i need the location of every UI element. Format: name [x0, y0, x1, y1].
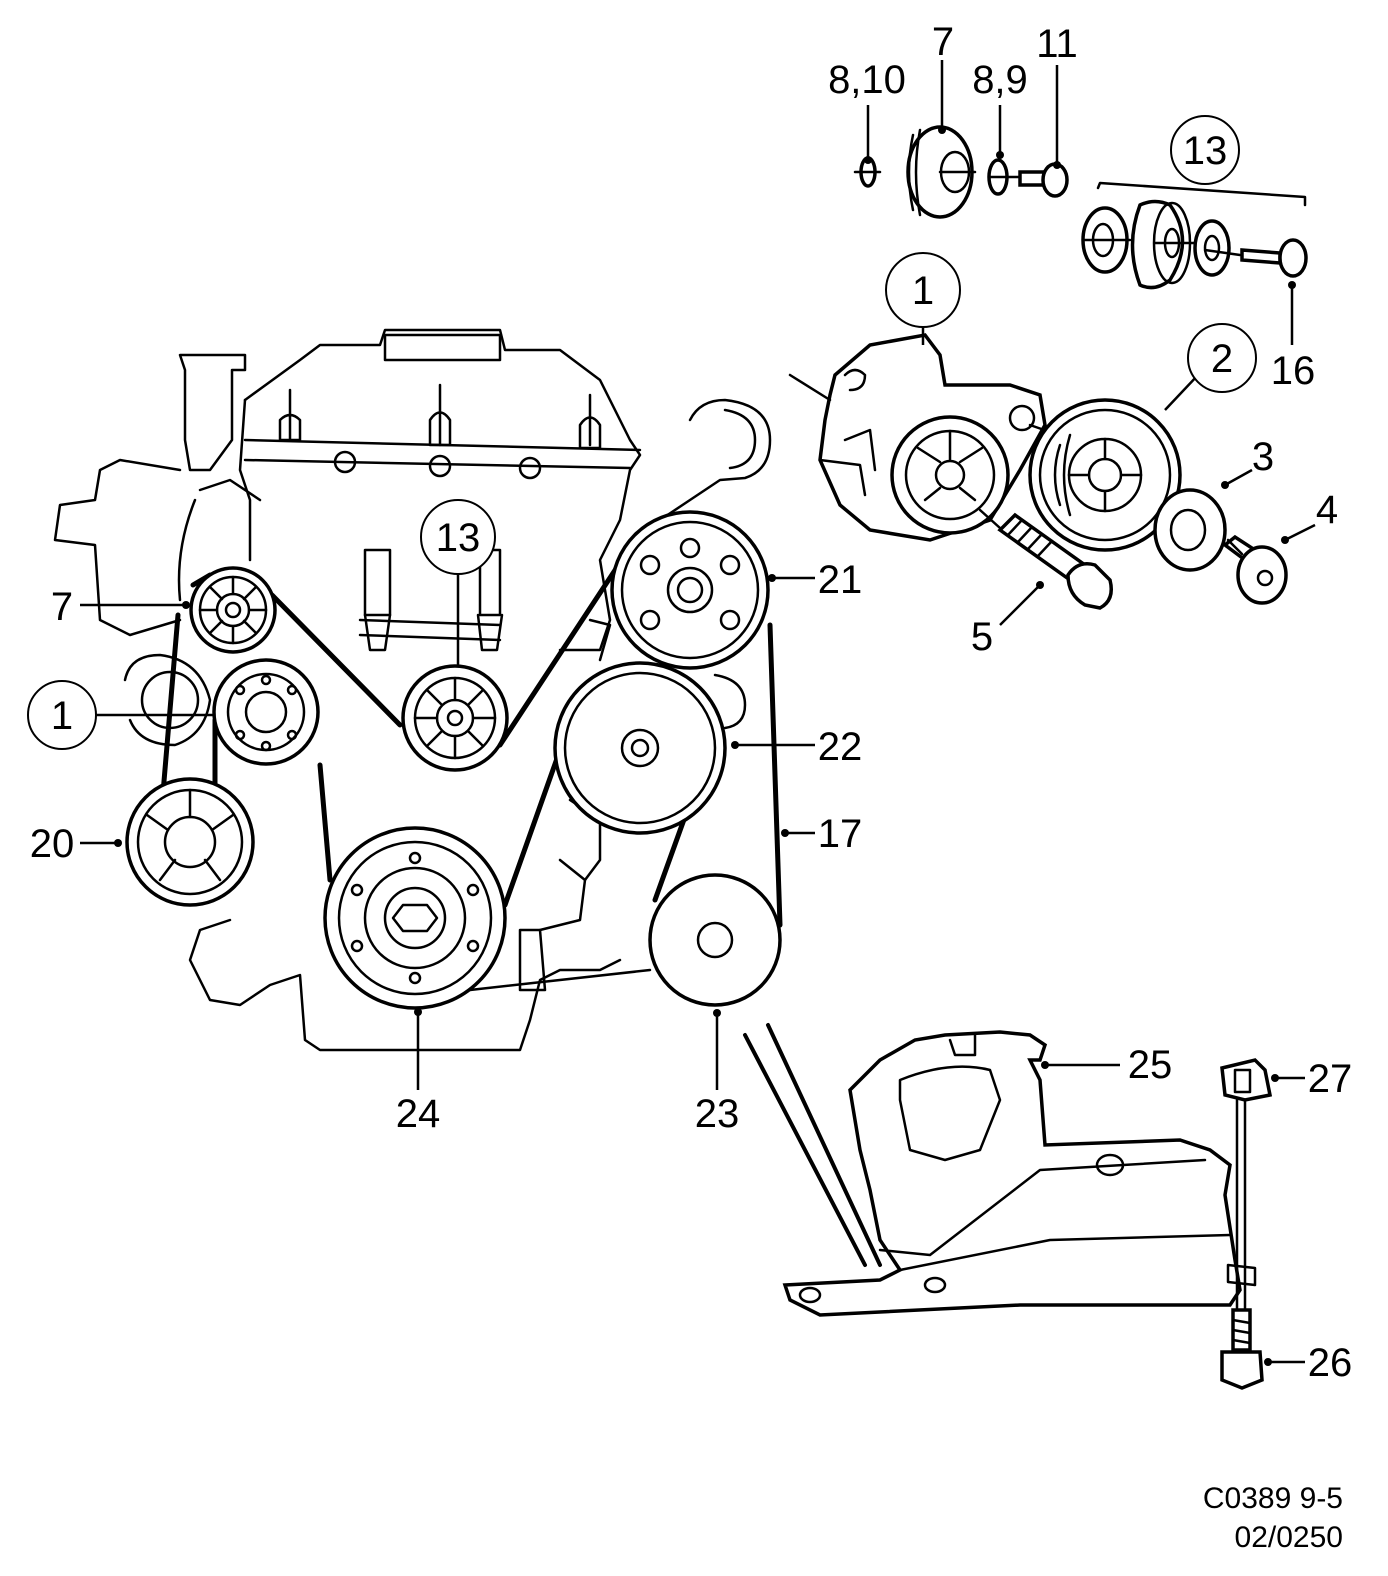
callout-21: 21: [818, 558, 863, 602]
callout-1-top: 1: [912, 269, 934, 313]
ring-1-left: [27, 680, 97, 750]
callout-8-10: 8,10: [828, 58, 906, 102]
callout-2: 2: [1211, 337, 1233, 381]
engine-block: [53, 328, 772, 1052]
callout-16: 16: [1271, 349, 1316, 393]
reference-number: 02/0250: [1235, 1521, 1343, 1554]
ring-13-mid: [420, 499, 496, 575]
callout-17: 17: [818, 812, 863, 856]
idler-pulley-13: [401, 664, 509, 772]
callout-8-9: 8,9: [972, 58, 1028, 102]
idler-13-exploded: [1081, 181, 1308, 290]
idler-7-exploded: [853, 125, 1069, 219]
callout-1-left: 1: [51, 694, 73, 738]
ring-1-top: [885, 252, 961, 328]
callout-11: 11: [1036, 22, 1078, 66]
callout-3: 3: [1252, 435, 1274, 479]
callout-7-left: 7: [51, 585, 73, 629]
tensioner-pulley-1: [212, 658, 320, 766]
ring-13-top: [1170, 115, 1240, 185]
callout-26: 26: [1308, 1341, 1353, 1385]
belt-system: [123, 510, 783, 1010]
callout-13-mid: 13: [436, 516, 481, 560]
callout-13-top: 13: [1183, 129, 1228, 173]
fasteners-26-27: [1220, 1058, 1273, 1390]
tensioner-assembly: [788, 333, 1288, 610]
callout-5: 5: [971, 615, 993, 659]
callout-24: 24: [396, 1092, 441, 1136]
callout-23: 23: [695, 1092, 740, 1136]
pulley-21: [610, 510, 770, 670]
callout-20: 20: [30, 822, 75, 866]
reference-code: C0389 9-5: [1203, 1482, 1343, 1515]
pulley-22: [553, 661, 727, 835]
callout-27: 27: [1308, 1057, 1353, 1101]
idler-pulley-7: [189, 566, 277, 654]
callout-22: 22: [818, 725, 863, 769]
power-steering-pulley-20: [125, 777, 255, 907]
callout-7-top: 7: [932, 20, 954, 64]
callout-4: 4: [1316, 488, 1338, 532]
ring-2: [1187, 323, 1257, 393]
pulley-23: [648, 873, 782, 1007]
belt-cover-25: [743, 1023, 1242, 1317]
callout-25: 25: [1128, 1043, 1173, 1087]
crankshaft-pulley-24: [323, 826, 507, 1010]
leader-lines: [80, 60, 1316, 1366]
